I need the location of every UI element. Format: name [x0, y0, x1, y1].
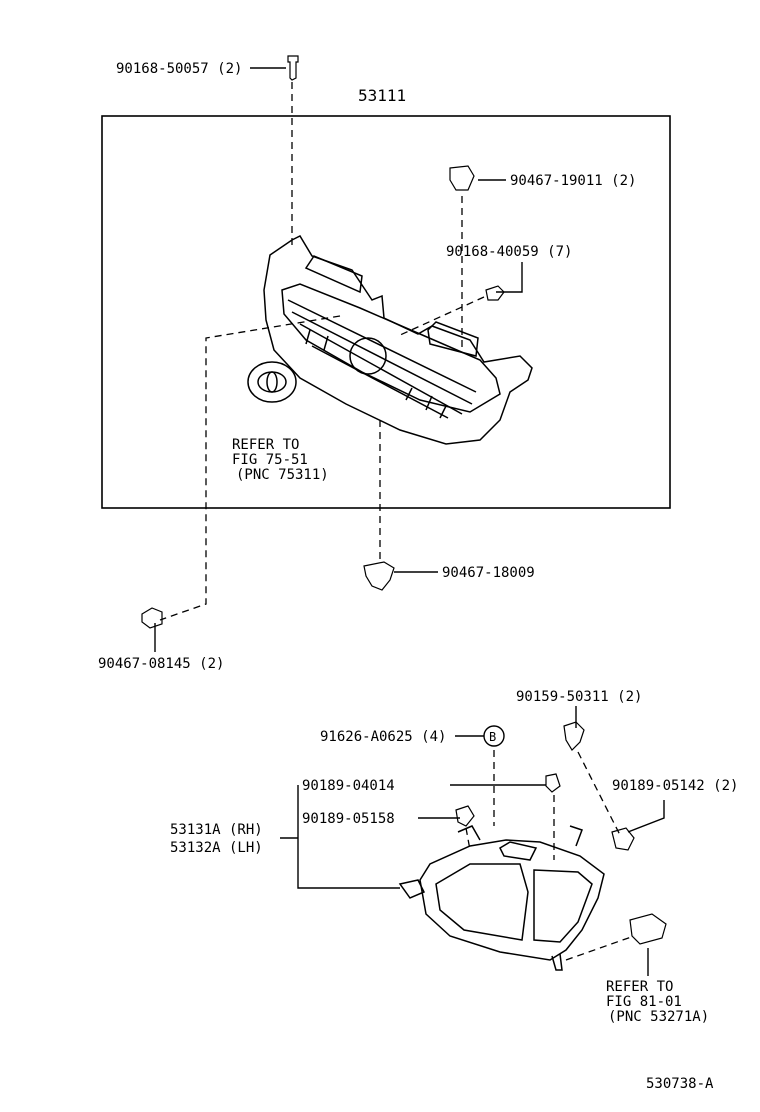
refer-emblem-line2: FIG 75-51 — [232, 452, 308, 468]
part-label-90467-18009: 90467-18009 — [442, 565, 535, 581]
refer-emblem-line3: (PNC 75311) — [236, 467, 329, 483]
refer-emblem-line1: REFER TO — [232, 437, 300, 453]
part-label-90189-05142: 90189-05142 (2) — [612, 778, 739, 794]
part-label-90168-50057: 90168-50057 (2) — [116, 61, 243, 77]
headlamp-bezel — [398, 825, 605, 971]
refer-lamp-line1: REFER TO — [606, 979, 674, 995]
part-label-53131A: 53131A (RH) — [170, 822, 263, 838]
part-label-91626-A0625: 91626-A0625 (4) — [320, 729, 447, 745]
main-part-number: 53111 — [358, 86, 407, 105]
fasteners — [141, 55, 667, 945]
part-label-90467-19011: 90467-19011 (2) — [510, 173, 637, 189]
callout-b-circle — [483, 725, 505, 747]
dashed-assembly-lines — [159, 82, 635, 961]
part-label-90159-50311: 90159-50311 (2) — [516, 689, 643, 705]
diagram-id: 530738-A — [646, 1076, 714, 1092]
refer-lamp-line3: (PNC 53271A) — [608, 1009, 710, 1025]
part-label-90467-08145: 90467-08145 (2) — [98, 656, 225, 672]
leader-lines — [154, 67, 665, 976]
part-label-90189-05158: 90189-05158 — [302, 811, 395, 827]
part-label-90189-04014: 90189-04014 — [302, 778, 395, 794]
grille-assembly-box — [101, 115, 671, 509]
refer-lamp-line2: FIG 81-01 — [606, 994, 682, 1010]
callout-b-letter: B — [489, 730, 497, 744]
emblem — [247, 361, 297, 403]
radiator-grille — [263, 235, 533, 445]
part-label-53132A: 53132A (LH) — [170, 840, 263, 856]
part-label-90168-40059: 90168-40059 (7) — [446, 244, 573, 260]
